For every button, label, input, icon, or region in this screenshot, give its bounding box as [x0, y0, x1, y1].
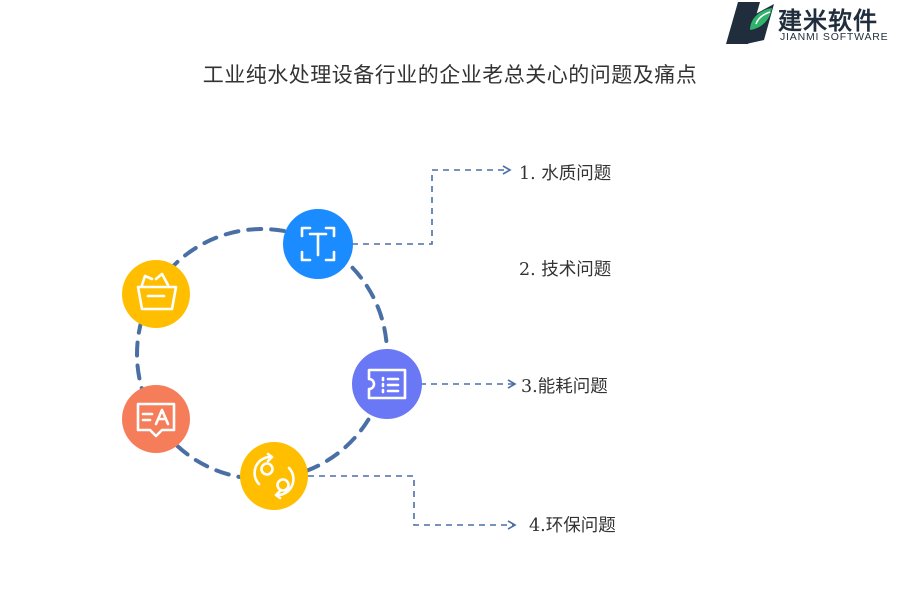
node-translate-chat	[122, 385, 190, 453]
text-t-icon	[300, 226, 336, 262]
item-label-water-quality: 1. 水质问题	[519, 164, 612, 184]
brand-name-en: JIANMI SOFTWARE	[780, 31, 889, 43]
item-label-technology: 2. 技术问题	[519, 260, 612, 280]
brand-logo: 建米软件 JIANMI SOFTWARE	[726, 0, 900, 46]
node-list-card	[352, 349, 422, 419]
brand-name-cn: 建米软件	[778, 7, 878, 35]
item-label-energy: 3.能耗问题	[521, 377, 608, 397]
node-text-t	[283, 209, 353, 279]
connector-4	[308, 475, 517, 530]
connector-1	[352, 165, 512, 245]
cycle-arrows-icon	[253, 452, 295, 500]
node-cycle-arrows	[240, 442, 308, 510]
node-folder-basket	[122, 260, 190, 328]
item-label-environment: 4.环保问题	[529, 516, 616, 536]
page-title: 工业纯水处理设备行业的企业老总关心的问题及痛点	[202, 63, 698, 87]
jianmi-logo-icon	[726, 2, 774, 44]
list-card-icon	[367, 368, 407, 400]
translate-chat-icon	[136, 402, 176, 438]
folder-basket-icon	[136, 272, 178, 311]
